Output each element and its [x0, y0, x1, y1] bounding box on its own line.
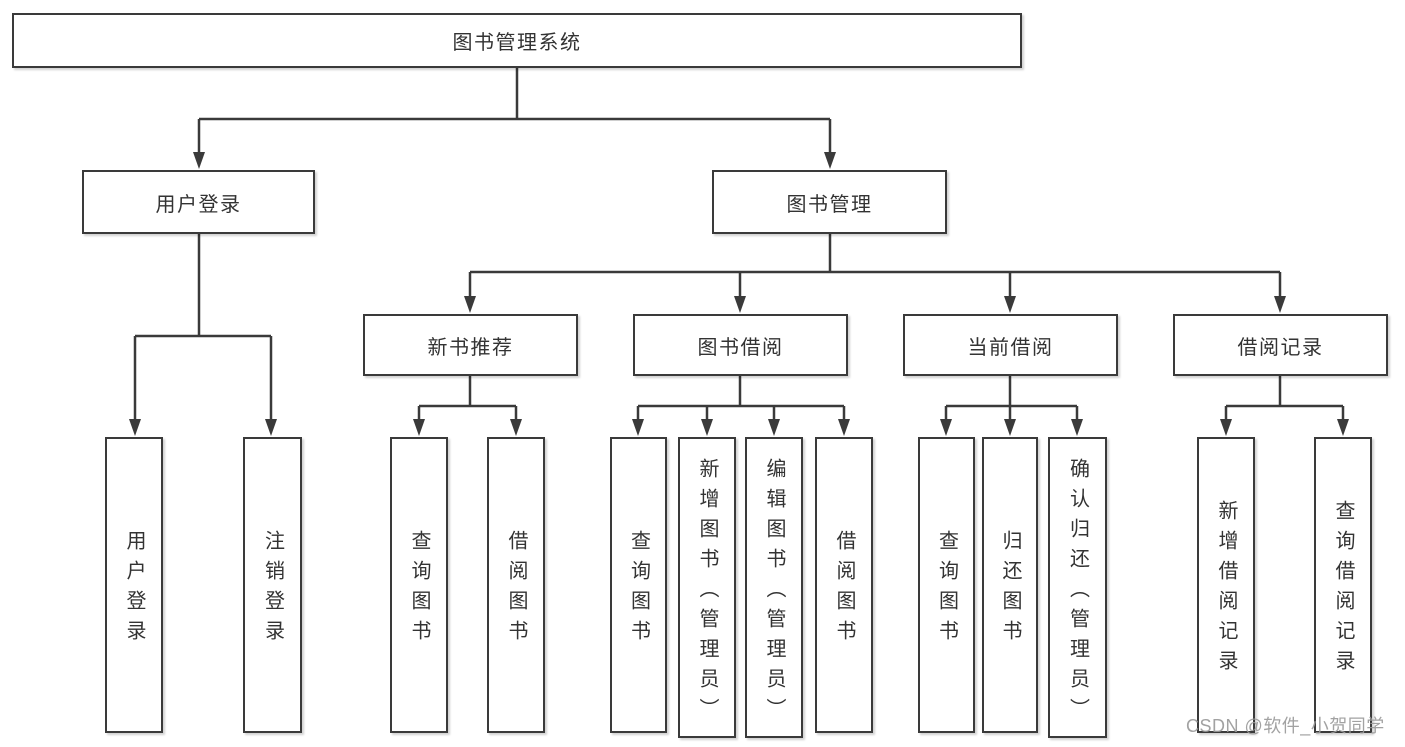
edge-book-mgmt-to-level3 [468, 234, 1282, 297]
node-label: 查询图书 [627, 530, 650, 650]
node-new-book-rec: 新书推荐 [363, 314, 578, 376]
leaf-borrow-books-rec: 借阅图书 [487, 437, 545, 733]
leaf-edit-books-admin: 编辑图书（管理员） [745, 437, 803, 738]
arrowhead [464, 296, 476, 313]
leaf-return-books: 归还图书 [982, 437, 1038, 733]
node-label: 图书借阅 [697, 336, 784, 359]
node-label: 查询借阅记录 [1332, 500, 1354, 680]
leaf-query-books-current: 查询图书 [918, 437, 975, 733]
arrowhead [734, 296, 746, 313]
edge-borrow-records-to-children [1224, 376, 1345, 420]
node-label: 确认归还（管理员） [1066, 457, 1089, 728]
arrowhead [129, 419, 141, 436]
node-current-borrow: 当前借阅 [903, 314, 1118, 376]
node-label: 查询图书 [408, 530, 430, 650]
edge-new-book-rec-to-children [417, 376, 518, 420]
arrowhead [768, 419, 780, 436]
leaf-add-borrow-record: 新增借阅记录 [1197, 437, 1255, 733]
arrowhead [838, 419, 850, 436]
leaf-confirm-return-admin: 确认归还（管理员） [1048, 437, 1107, 738]
node-label: 借阅图书 [505, 530, 527, 650]
arrowhead [632, 419, 644, 436]
watermark: CSDN @软件_小贺同学 [1186, 716, 1385, 736]
leaf-borrow-books: 借阅图书 [815, 437, 873, 733]
arrowheads [129, 152, 1349, 436]
edge-current-borrow-to-children [944, 376, 1079, 420]
leaf-add-books-admin: 新增图书（管理员） [678, 437, 736, 738]
leaf-query-books-borrow: 查询图书 [610, 437, 667, 733]
leaf-user-login: 用户登录 [105, 437, 163, 733]
arrowhead [1071, 419, 1083, 436]
node-user-login: 用户登录 [82, 170, 315, 234]
edge-user-login-to-children [133, 234, 273, 420]
node-label: 用户登录 [123, 530, 145, 650]
arrowhead [193, 152, 205, 169]
arrowhead [1004, 419, 1016, 436]
arrowhead [1004, 296, 1016, 313]
node-label: 新书推荐 [427, 336, 514, 359]
node-borrow-records: 借阅记录 [1173, 314, 1388, 376]
node-label: 归还图书 [999, 530, 1021, 650]
node-label: 新增图书（管理员） [696, 457, 718, 728]
edge-root-to-level2 [197, 68, 832, 153]
arrowhead [940, 419, 952, 436]
node-label: 借阅图书 [833, 530, 855, 650]
node-label: 注销登录 [261, 530, 284, 650]
leaf-query-borrow-record: 查询借阅记录 [1314, 437, 1372, 733]
arrowhead [510, 419, 522, 436]
arrowhead [1337, 419, 1349, 436]
node-root: 图书管理系统 [12, 13, 1022, 68]
node-label: 编辑图书（管理员） [763, 457, 785, 728]
node-label: 新增借阅记录 [1215, 500, 1237, 680]
edge-book-borrow-to-children [636, 376, 846, 420]
node-book-mgmt: 图书管理 [712, 170, 947, 234]
arrowhead [701, 419, 713, 436]
arrowhead [824, 152, 836, 169]
arrowhead [1220, 419, 1232, 436]
leaf-logout: 注销登录 [243, 437, 302, 733]
node-label: 查询图书 [935, 530, 958, 650]
arrowhead [413, 419, 425, 436]
leaf-query-books-rec: 查询图书 [390, 437, 448, 733]
node-label: 当前借阅 [967, 336, 1054, 359]
arrowhead [265, 419, 277, 436]
node-label: 图书管理 [786, 193, 873, 216]
node-label: 用户登录 [155, 193, 242, 216]
node-label: 图书管理系统 [452, 32, 582, 54]
arrowhead [1274, 296, 1286, 313]
node-book-borrow: 图书借阅 [633, 314, 848, 376]
node-label: 借阅记录 [1237, 336, 1324, 359]
